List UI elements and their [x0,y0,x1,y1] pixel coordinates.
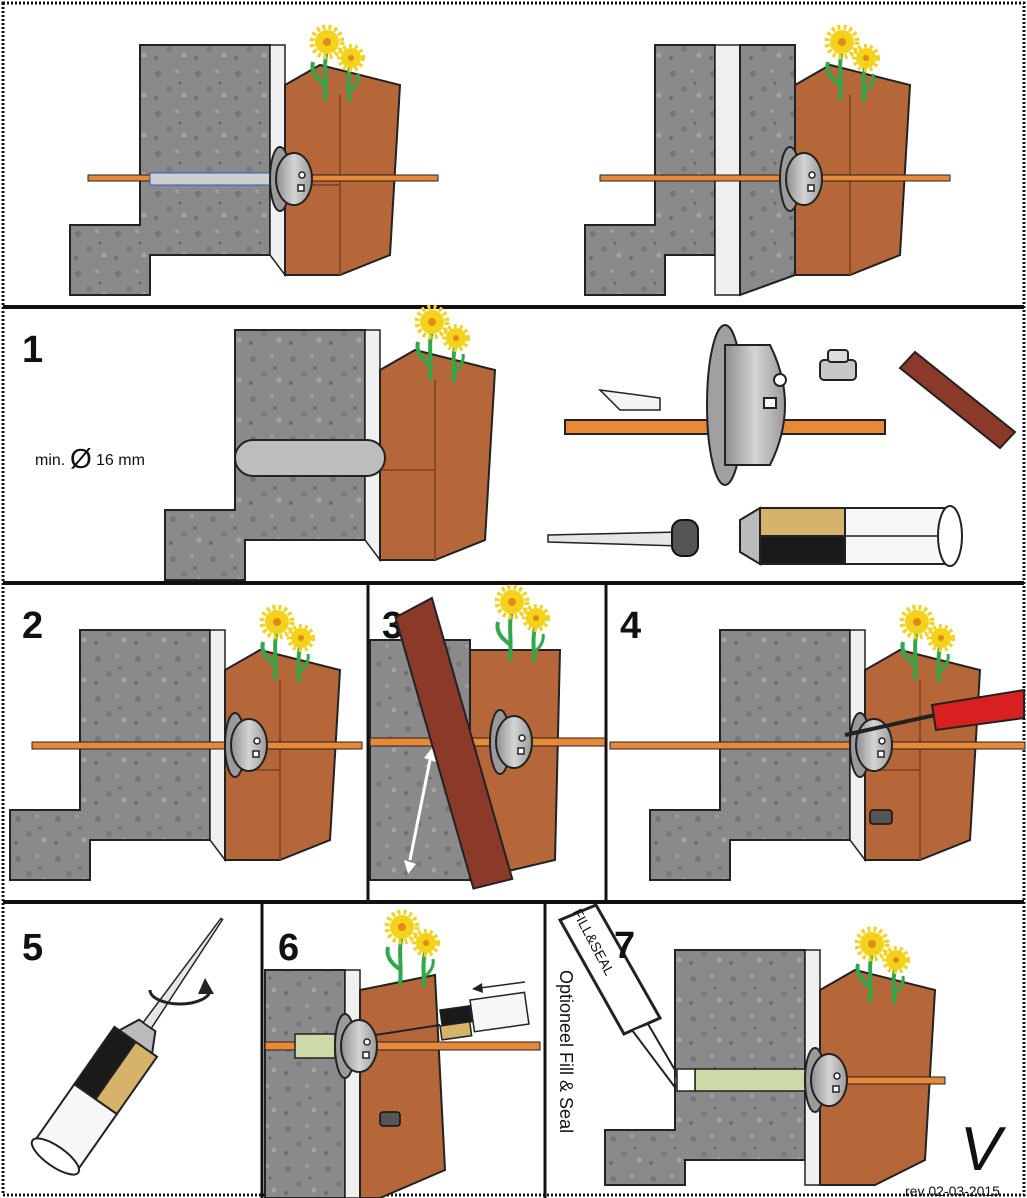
step1-cap [819,349,857,381]
step-number-1: 1 [22,329,43,371]
step-number-4: 4 [620,605,641,647]
step6-cartridge [374,981,530,1041]
step4-screwing [609,607,1026,881]
diameter-symbol: Ø [70,443,92,474]
overview-left [69,27,439,296]
svg-text:16 mm: 16 mm [96,452,145,469]
step-number-7: 7 [614,925,635,967]
step-number-2: 2 [22,605,43,647]
step1-plank [898,350,1017,450]
step-number-5: 5 [22,927,43,969]
step1-mixing-nozzle [547,519,699,557]
step1-anchor-with-rod [564,324,886,486]
step5-cartridge-twist [30,917,224,1176]
step3-plank-tapping [369,587,606,890]
step2-anchor-inserted [9,607,363,881]
svg-text:min.: min. [35,452,65,469]
screwdriver-icon [844,688,1025,737]
revision-label: rev 02-03-2015 [905,1183,1000,1198]
step-number-6: 6 [278,927,299,969]
checkmark-icon: V [960,1115,1007,1184]
step6-injecting [264,912,541,1198]
step1-wall-drilled-hole [164,307,496,581]
step1-min-diameter-label: min. Ø 16 mm [35,443,145,474]
overview-right [584,27,951,297]
step1-cartridge [739,505,963,567]
twist-arrow-icon [148,978,214,1006]
optional-fill-seal-label: Optioneel Fill & Seal [556,970,576,1133]
step7-finished [604,929,946,1186]
